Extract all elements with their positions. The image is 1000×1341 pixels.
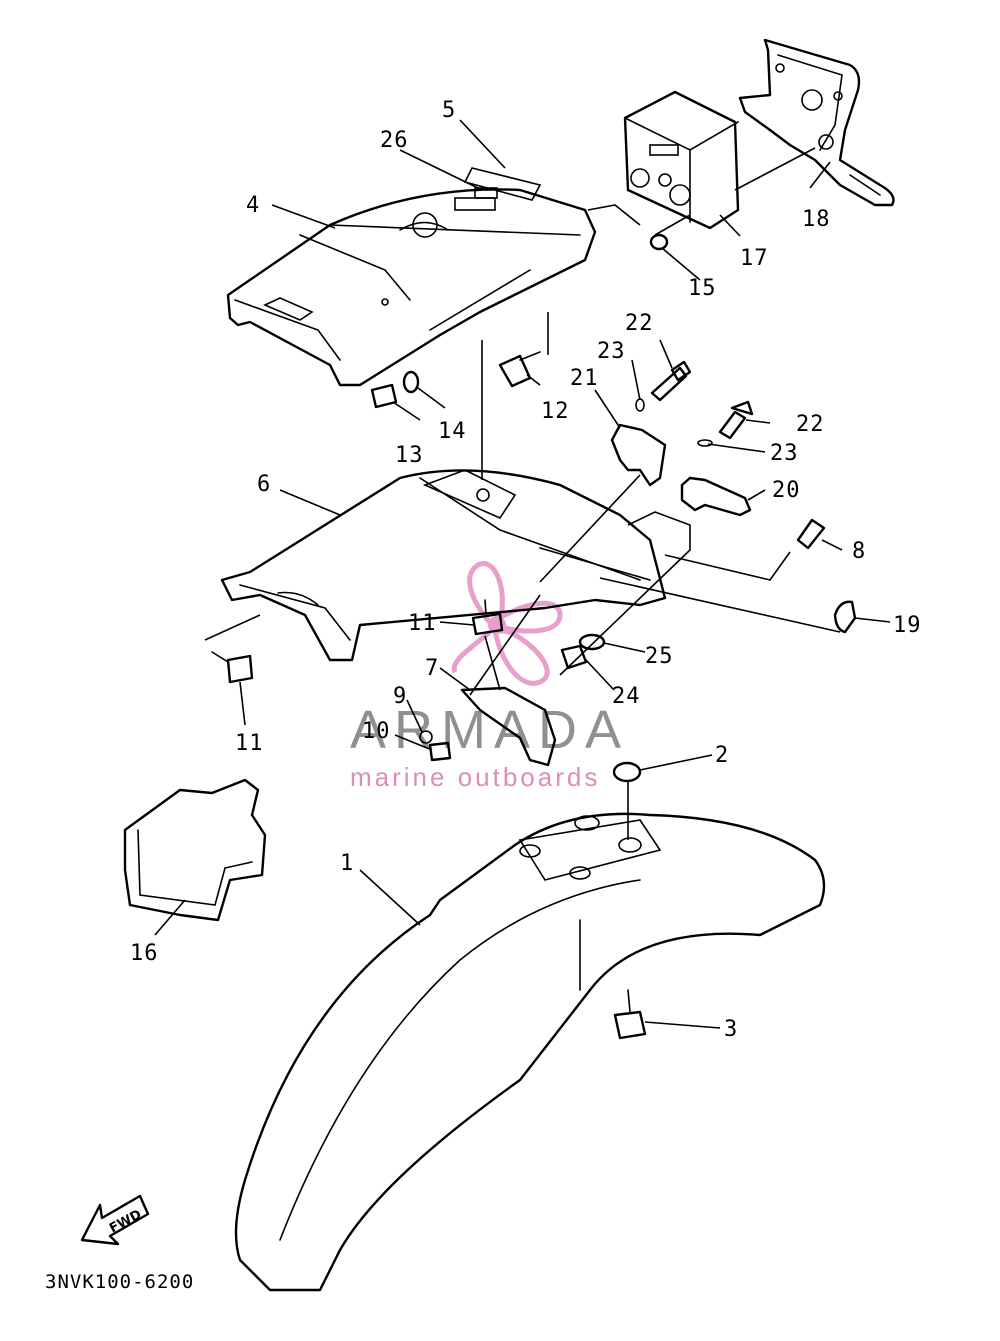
callout-2: 2 bbox=[715, 743, 729, 768]
callout-22-upper: 22 bbox=[625, 311, 654, 336]
callout-leaders bbox=[154, 119, 891, 1029]
callout-4: 4 bbox=[246, 193, 260, 218]
watermark-subtitle: marine outboards bbox=[350, 762, 600, 792]
callout-13: 13 bbox=[395, 443, 424, 468]
callout-3: 3 bbox=[724, 1017, 738, 1042]
callout-1: 1 bbox=[340, 851, 354, 876]
callout-11-lower: 11 bbox=[235, 731, 264, 756]
callout-11-upper: 11 bbox=[408, 611, 437, 636]
part-1-fender bbox=[234, 812, 826, 1292]
callout-22-lower: 22 bbox=[796, 412, 825, 437]
callout-19: 19 bbox=[893, 613, 922, 638]
callout-24: 24 bbox=[612, 684, 641, 709]
callout-12: 12 bbox=[541, 399, 570, 424]
fwd-arrow-icon: FWD bbox=[80, 1194, 150, 1246]
part-17-housing bbox=[623, 90, 740, 230]
callout-15: 15 bbox=[688, 276, 717, 301]
callout-14: 14 bbox=[438, 419, 467, 444]
callout-26: 26 bbox=[380, 128, 409, 153]
callout-17: 17 bbox=[740, 246, 769, 271]
callout-8: 8 bbox=[852, 539, 866, 564]
part-4-rear-cover bbox=[226, 167, 597, 387]
callout-7: 7 bbox=[425, 656, 439, 681]
part-16-flap bbox=[123, 778, 267, 922]
callout-5: 5 bbox=[442, 98, 456, 123]
callout-25: 25 bbox=[645, 644, 674, 669]
callout-9: 9 bbox=[393, 684, 407, 709]
callout-numbers: 1 2 3 4 5 6 7 8 9 10 11 11 12 13 14 15 1… bbox=[130, 98, 922, 1042]
callout-6: 6 bbox=[257, 472, 271, 497]
hardware-parts bbox=[211, 187, 857, 1040]
callout-20: 20 bbox=[772, 478, 801, 503]
callout-23-lower: 23 bbox=[770, 441, 799, 466]
armada-propeller-logo bbox=[451, 561, 563, 686]
watermark-title: ARMADA bbox=[350, 700, 629, 760]
assembly-lines bbox=[204, 147, 841, 840]
callout-21: 21 bbox=[570, 366, 599, 391]
callout-10: 10 bbox=[362, 719, 391, 744]
callout-23-upper: 23 bbox=[597, 339, 626, 364]
part-6-panel bbox=[220, 469, 667, 662]
callout-18: 18 bbox=[802, 207, 831, 232]
part-18-bracket bbox=[738, 38, 895, 207]
callout-16: 16 bbox=[130, 941, 159, 966]
drawing-code: 3NVK100-6200 bbox=[45, 1271, 194, 1293]
